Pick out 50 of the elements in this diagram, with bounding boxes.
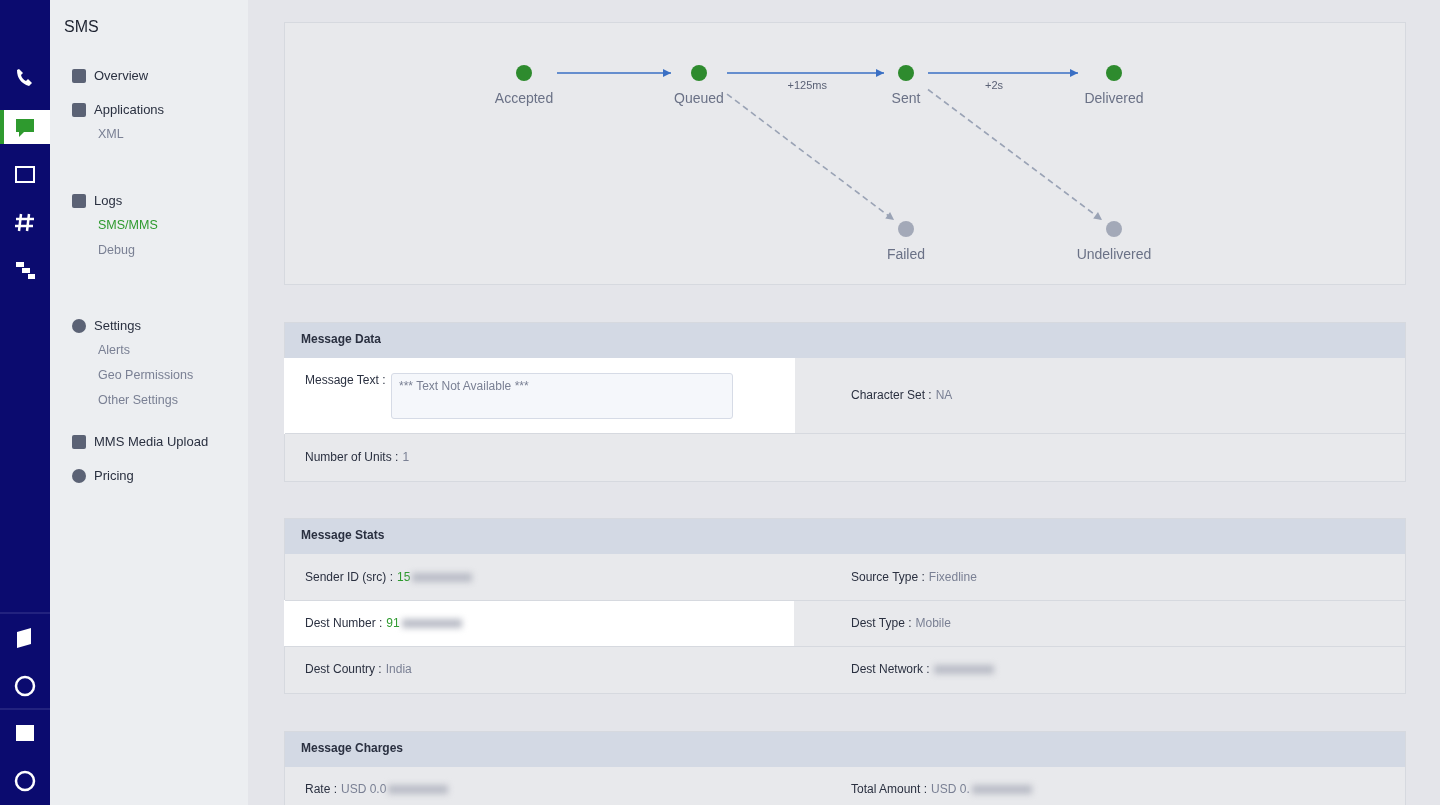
- field-value: Mobile: [915, 616, 951, 630]
- arrow: [556, 69, 672, 77]
- status-node: Undelivered: [1071, 220, 1157, 262]
- section-heading: Message Stats: [301, 528, 385, 542]
- menu-item: Pricing: [94, 468, 134, 483]
- field-value: NA: [935, 388, 953, 402]
- status-node: Sent: [884, 64, 928, 106]
- page-title: SMS: [64, 18, 99, 36]
- submenu-item: Other Settings: [98, 393, 178, 407]
- status-node: Delivered: [1078, 64, 1150, 106]
- field-value: 91: [386, 616, 400, 630]
- menu-item: Applications: [94, 102, 165, 117]
- field-label: Rate :: [305, 782, 337, 796]
- arrow: [726, 93, 895, 221]
- edge-label: +2s: [983, 79, 1006, 91]
- field-value: India: [385, 662, 412, 676]
- field-value: USD 0.: [931, 782, 970, 796]
- field-value: 1: [402, 450, 410, 464]
- submenu-item: Geo Permissions: [98, 368, 194, 382]
- menu-item: Overview: [94, 68, 149, 83]
- status-node: Failed: [881, 220, 931, 262]
- field-label: Number of Units :: [305, 450, 399, 464]
- submenu-item: Debug: [98, 243, 135, 257]
- menu-item: Logs: [94, 193, 123, 208]
- section-heading: Message Charges: [301, 741, 404, 755]
- text-area-field: *** Text Not Available ***: [391, 373, 733, 419]
- active-submenu-item: SMS/MMS: [98, 218, 158, 232]
- status-node: Accepted: [491, 64, 557, 106]
- field-label: Sender ID (src) :: [305, 570, 394, 584]
- submenu-item: XML: [98, 127, 124, 141]
- field-value: USD 0.0: [341, 782, 387, 796]
- edge-label: +125ms: [785, 79, 829, 91]
- field-value: Fixedline: [928, 570, 977, 584]
- field-label: Source Type :: [851, 570, 925, 584]
- field-label: Dest Country :: [305, 662, 382, 676]
- field-label: Message Text :: [305, 373, 386, 387]
- field-label: Dest Type :: [851, 616, 912, 630]
- arrow: [726, 69, 885, 77]
- menu-item: MMS Media Upload: [94, 434, 209, 449]
- field-label: Total Amount :: [851, 782, 928, 796]
- section-heading: Message Data: [301, 332, 382, 346]
- field-label: Character Set :: [851, 388, 932, 402]
- status-node: Queued: [671, 64, 727, 106]
- arrow: [927, 69, 1079, 77]
- field-label: Dest Network :: [851, 662, 930, 676]
- menu-item: Settings: [94, 318, 141, 333]
- submenu-item: Alerts: [98, 343, 130, 357]
- field-label: Dest Number :: [305, 616, 383, 630]
- arrow: [927, 88, 1103, 221]
- field-value: 15: [397, 570, 411, 584]
